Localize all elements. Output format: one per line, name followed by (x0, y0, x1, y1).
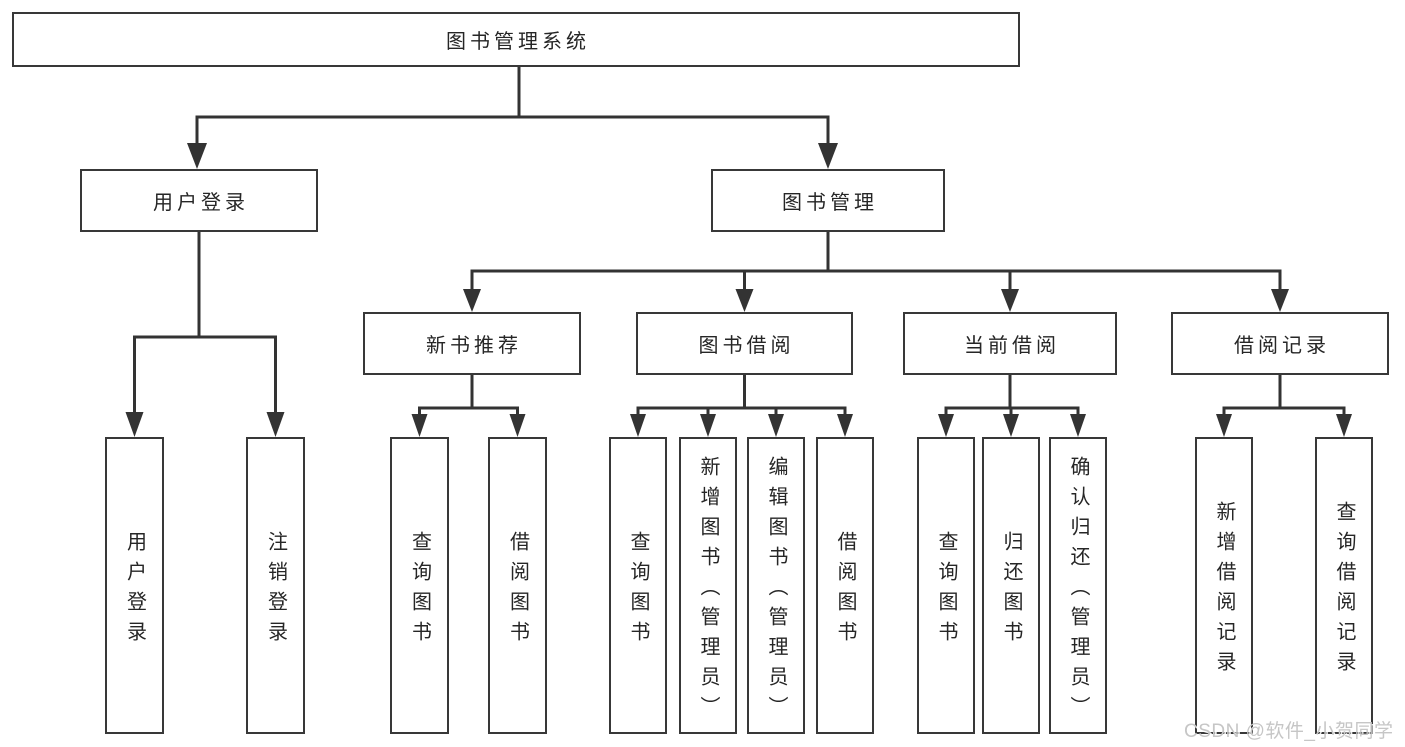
leaf-edit-books-admin: 编辑图书（管理员） (747, 437, 805, 734)
arrowhead-icon (768, 414, 784, 437)
node-label: 查询图书 (408, 530, 431, 651)
arrowhead-icon (463, 289, 481, 312)
connector-current-borrowing-to-leaves (938, 373, 1086, 437)
node-label: 当前借阅 (964, 335, 1060, 357)
node-label: 新书推荐 (426, 335, 522, 357)
node-label: 图书管理系统 (446, 31, 590, 53)
node-label: 编辑图书（管理员） (765, 455, 787, 726)
node-current-borrowing: 当前借阅 (903, 312, 1117, 375)
arrowhead-icon (1001, 289, 1019, 312)
arrowhead-icon (411, 414, 428, 437)
connector-new-book-recommend-to-leaves (411, 373, 526, 437)
connector-borrowing-records-to-leaves (1216, 373, 1352, 437)
leaf-add-books-admin: 新增图书（管理员） (679, 437, 737, 734)
arrowhead-icon (735, 289, 754, 312)
arrowhead-icon (125, 412, 144, 437)
leaf-borrow-books-recommend: 借阅图书 (488, 437, 547, 734)
node-user-login: 用户登录 (80, 169, 318, 232)
arrowhead-icon (1003, 414, 1019, 437)
arrowhead-icon (187, 143, 207, 169)
node-borrowing-records: 借阅记录 (1171, 312, 1389, 375)
node-label: 查询图书 (627, 530, 649, 651)
connector-root-to-level2 (187, 65, 838, 169)
node-root-library-system: 图书管理系统 (12, 12, 1020, 67)
leaf-confirm-return-admin: 确认归还（管理员） (1049, 437, 1107, 734)
node-label: 借阅记录 (1234, 335, 1330, 357)
arrowhead-icon (938, 414, 954, 437)
connector-book-management-to-level3 (463, 230, 1289, 312)
node-book-borrowing: 图书借阅 (636, 312, 853, 375)
arrowhead-icon (630, 414, 646, 437)
arrowhead-icon (1216, 414, 1232, 437)
node-label: 查询借阅记录 (1333, 500, 1355, 681)
node-label: 借阅图书 (834, 530, 856, 651)
node-new-book-recommend: 新书推荐 (363, 312, 581, 375)
leaf-return-books: 归还图书 (982, 437, 1040, 734)
node-label: 归还图书 (1000, 530, 1022, 651)
node-book-management: 图书管理 (711, 169, 945, 232)
leaf-query-books-current: 查询图书 (917, 437, 975, 734)
leaf-user-login: 用户登录 (105, 437, 164, 734)
node-label: 注销登录 (264, 530, 287, 651)
arrowhead-icon (266, 412, 285, 437)
arrowhead-icon (1271, 289, 1289, 312)
arrowhead-icon (818, 143, 838, 169)
node-label: 图书借阅 (698, 335, 795, 357)
leaf-query-borrow-record: 查询借阅记录 (1315, 437, 1373, 734)
leaf-add-borrow-record: 新增借阅记录 (1195, 437, 1253, 734)
node-label: 图书管理 (782, 192, 878, 214)
arrowhead-icon (1336, 414, 1352, 437)
arrowhead-icon (509, 414, 526, 437)
node-label: 借阅图书 (506, 530, 529, 651)
leaf-logout: 注销登录 (246, 437, 305, 734)
node-label: 新增借阅记录 (1213, 500, 1235, 681)
arrowhead-icon (1070, 414, 1086, 437)
node-label: 用户登录 (123, 530, 146, 651)
leaf-borrow-books-borrowing: 借阅图书 (816, 437, 874, 734)
watermark: CSDN @软件_小贺同学 (1184, 721, 1394, 742)
node-label: 新增图书（管理员） (697, 455, 719, 726)
node-label: 确认归还（管理员） (1067, 455, 1089, 726)
arrowhead-icon (700, 414, 716, 437)
node-label: 用户登录 (153, 192, 249, 214)
leaf-query-books-recommend: 查询图书 (390, 437, 449, 734)
node-label: 查询图书 (935, 530, 957, 651)
connector-book-borrowing-to-leaves (630, 373, 853, 437)
leaf-query-books-borrowing: 查询图书 (609, 437, 667, 734)
arrowhead-icon (837, 414, 853, 437)
connector-user-login-to-leaves (125, 230, 285, 437)
